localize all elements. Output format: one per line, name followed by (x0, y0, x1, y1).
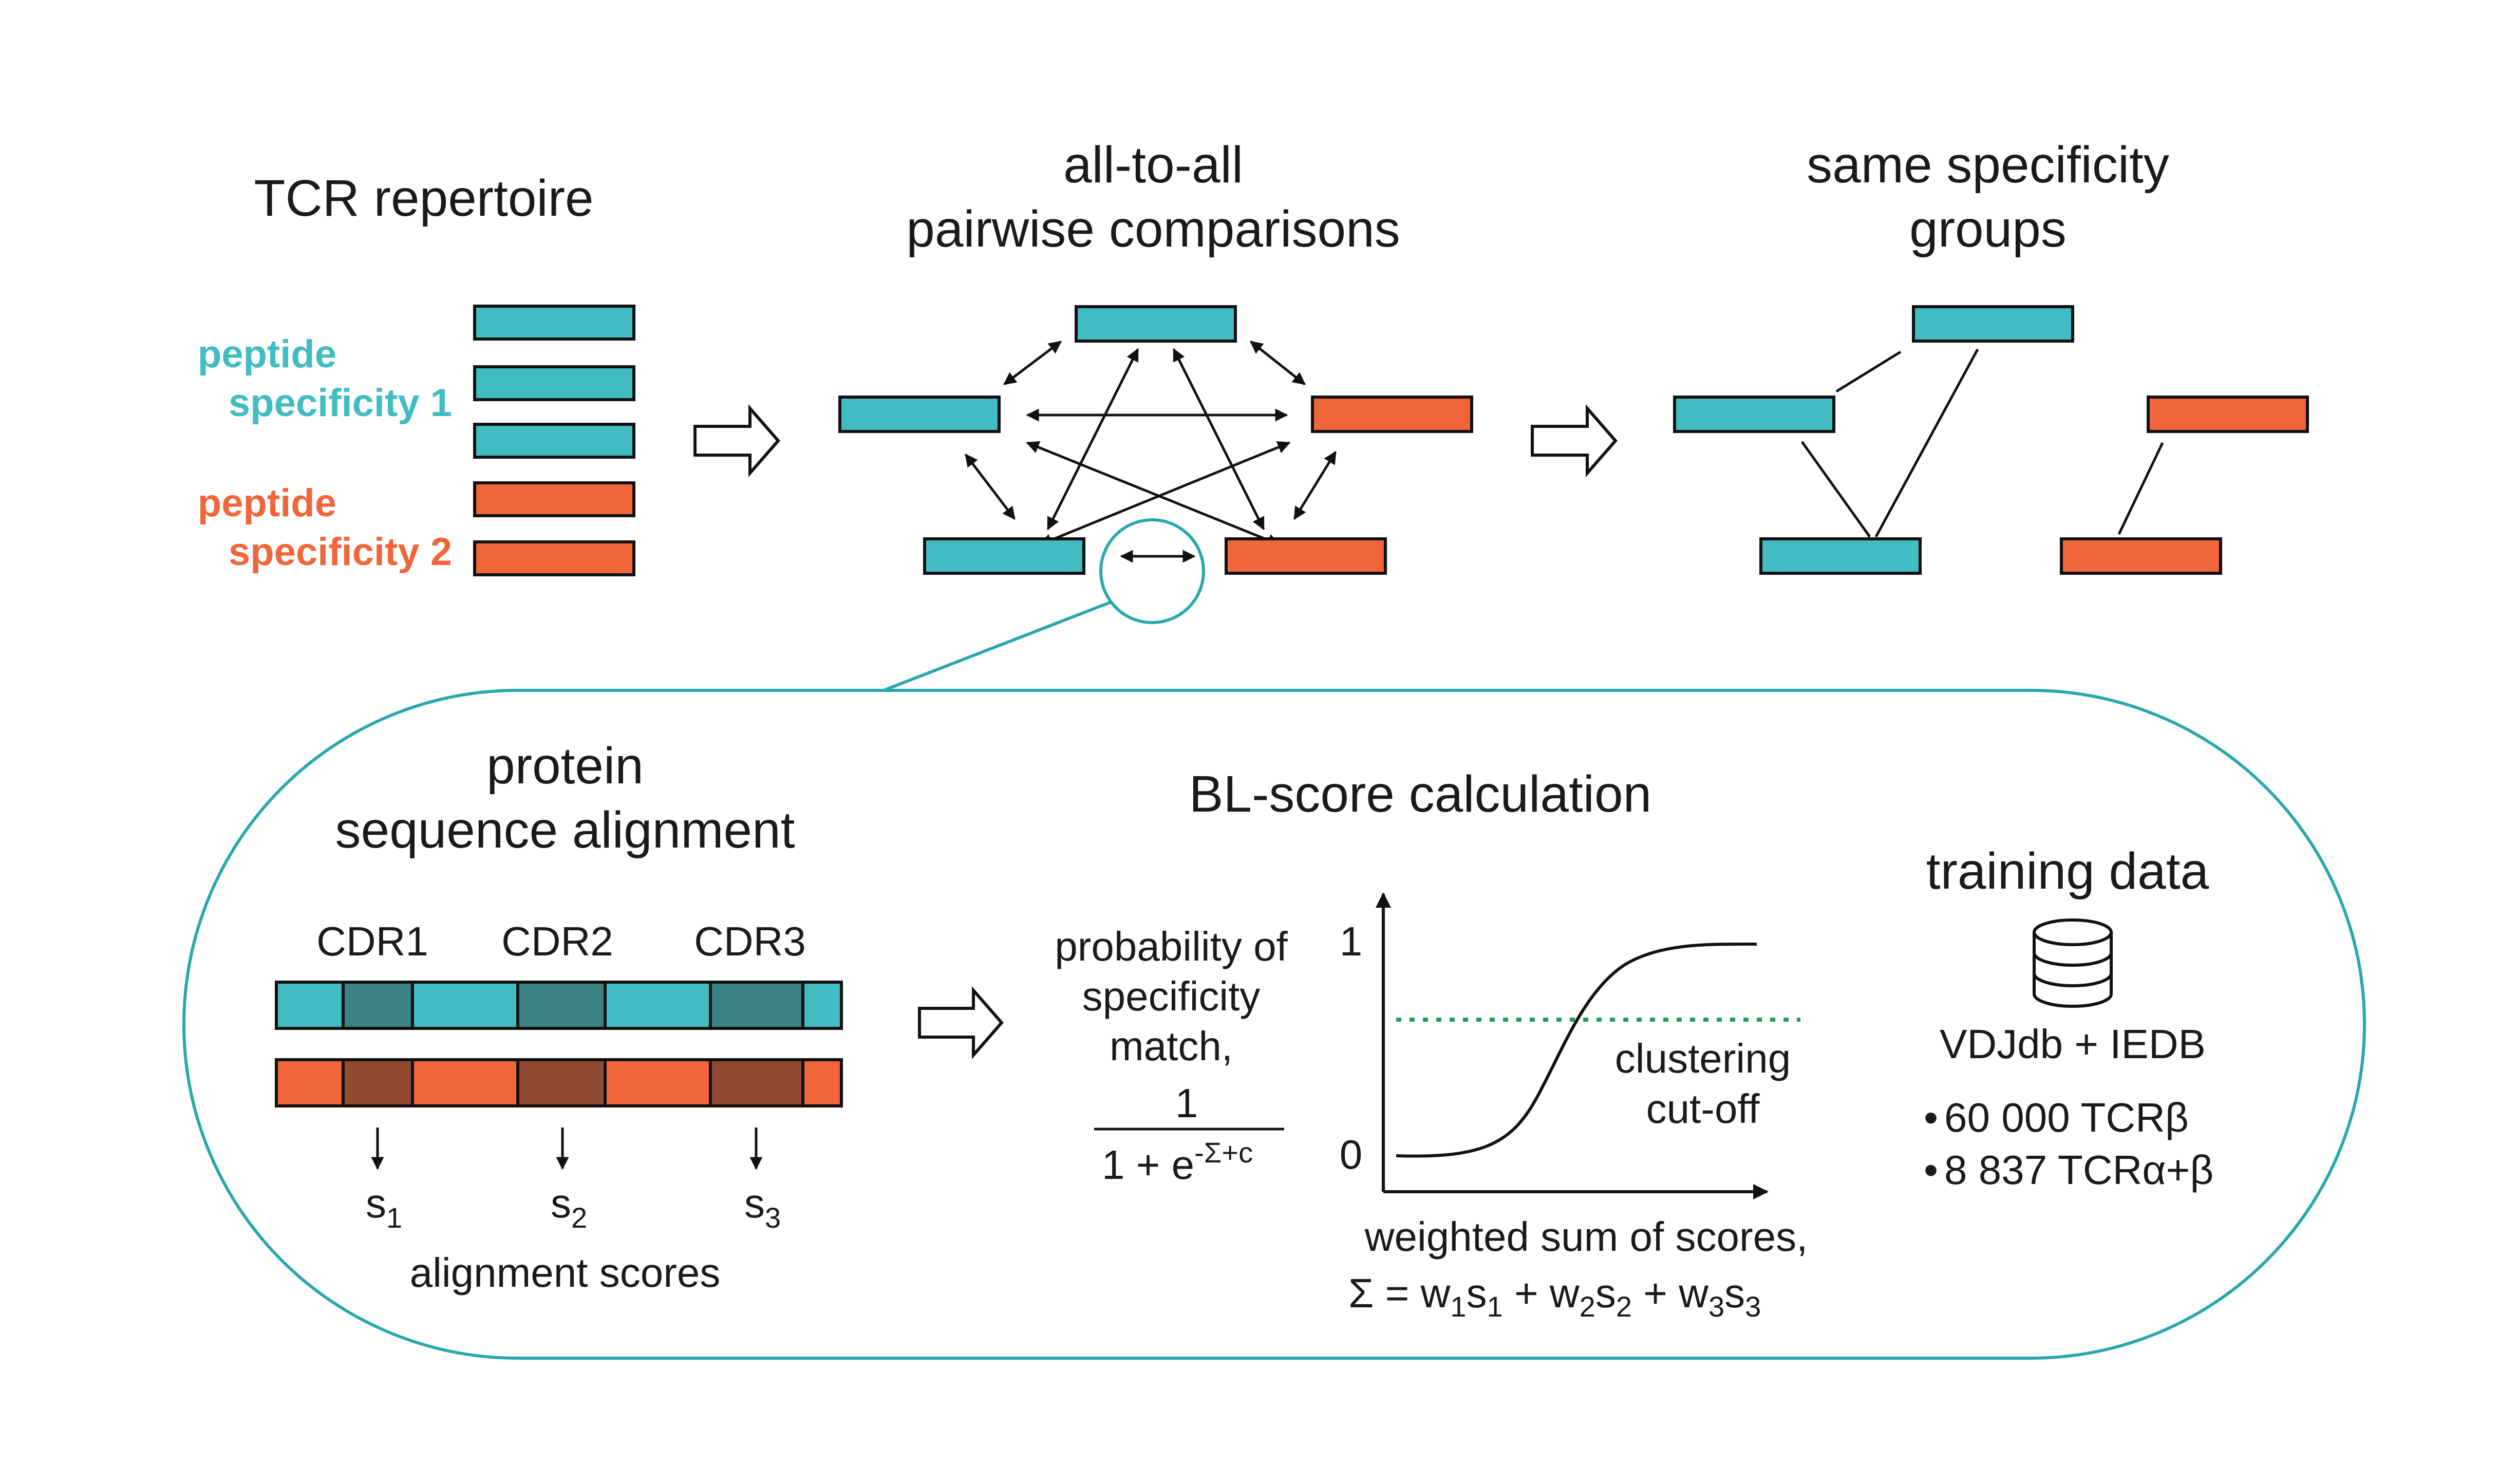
peptide-2-label-line1: peptide (198, 481, 336, 525)
score-s3: s3 (744, 1180, 781, 1234)
pairwise-arrows (965, 341, 1337, 563)
group-bars (1673, 305, 2309, 575)
zoom-circle (1099, 518, 1205, 624)
tcr-bar-teal (473, 423, 635, 459)
teal-sequence (275, 981, 843, 1030)
database-icon (2033, 918, 2113, 1008)
alignment-caption: alignment scores (410, 1250, 721, 1295)
y-label-line1: probability of (1055, 924, 1288, 969)
peptide-1-label-line1: peptide (198, 332, 336, 376)
comparisons-title-line2: pairwise comparisons (906, 200, 1400, 258)
orange-sequence (275, 1058, 843, 1107)
cdr-segment (516, 981, 607, 1030)
tcr-bar-teal (473, 305, 635, 341)
y-tick-top: 1 (1340, 918, 1363, 964)
cdr1-label: CDR1 (316, 918, 428, 964)
training-item: 60 000 TCRβ (1944, 1095, 2189, 1140)
peptide-2-label-line2: specificity 2 (229, 530, 452, 574)
bl-score-title: BL-score calculation (1189, 765, 1651, 823)
detail-bubble (182, 689, 2366, 1360)
tcr-bar-teal (1075, 305, 1237, 343)
tcr-bar-orange (1225, 537, 1387, 575)
score-s1: s1 (366, 1180, 402, 1234)
alignment-title-line1: protein (486, 737, 644, 795)
cdr-segment (342, 1058, 414, 1107)
y-label-line3: match, (1110, 1023, 1233, 1069)
tcr-bar-orange (2060, 537, 2222, 575)
comparison-bars (838, 305, 1473, 575)
training-bullet: • (1924, 1147, 1938, 1193)
score-s2: s2 (551, 1180, 587, 1234)
training-item: 8 837 TCRα+β (1944, 1147, 2213, 1193)
cdr3-label: CDR3 (694, 918, 806, 964)
cutoff-label-line2: cut-off (1646, 1086, 1760, 1132)
training-bullet: • (1924, 1095, 1938, 1140)
groups-title-line2: groups (1909, 200, 2067, 258)
repertoire-bars (473, 305, 635, 576)
x-label: weighted sum of scores, (1364, 1214, 1808, 1260)
tcr-bar-teal (1759, 537, 1922, 575)
y-tick-bottom: 0 (1340, 1132, 1363, 1177)
tcr-bar-teal (1912, 305, 2074, 343)
flow-arrow-icon (918, 986, 1004, 1059)
flow-arrow-icon (693, 404, 780, 477)
alignment-title-line2: sequence alignment (335, 801, 795, 859)
groups-title-line1: same specificity (1807, 136, 2169, 194)
cdr-segment (709, 1058, 804, 1107)
tcr-bar-teal (838, 396, 1001, 433)
tcr-bar-teal (473, 365, 635, 401)
y-label-line2: specificity (1082, 973, 1261, 1019)
tcr-bar-teal (923, 537, 1085, 575)
score-arrows (371, 1128, 763, 1170)
repertoire-title: TCR repertoire (254, 170, 593, 227)
tcr-bar-orange (473, 481, 635, 517)
zoom-connector (882, 600, 1112, 692)
comparisons-title-line1: all-to-all (1063, 136, 1243, 194)
sum-formula: Σ = w1s1 + w2s2 + w3s3 (1348, 1270, 1761, 1323)
group-links (1800, 348, 2164, 538)
sigmoid-curve (1396, 942, 1757, 1158)
training-title: training data (1926, 842, 2209, 900)
cdr-segment (516, 1058, 607, 1107)
tcr-bar-orange (1311, 396, 1473, 433)
sigmoid-axes (1376, 892, 1769, 1199)
formula-denominator: 1 + e-Σ+c (1102, 1136, 1253, 1188)
peptide-1-label-line2: specificity 1 (229, 381, 452, 425)
formula-numerator: 1 (1175, 1080, 1198, 1126)
flow-arrow-icon (1531, 404, 1618, 477)
cdr-segment (709, 981, 804, 1030)
tcr-bar-teal (1673, 396, 1835, 433)
tcr-bar-orange (473, 540, 635, 576)
cutoff-label-line1: clustering (1615, 1036, 1791, 1081)
training-sources: VDJdb + IEDB (1940, 1021, 2206, 1067)
tcr-bar-orange (2147, 396, 2309, 433)
cdr2-label: CDR2 (501, 918, 613, 964)
cdr-segment (342, 981, 414, 1030)
